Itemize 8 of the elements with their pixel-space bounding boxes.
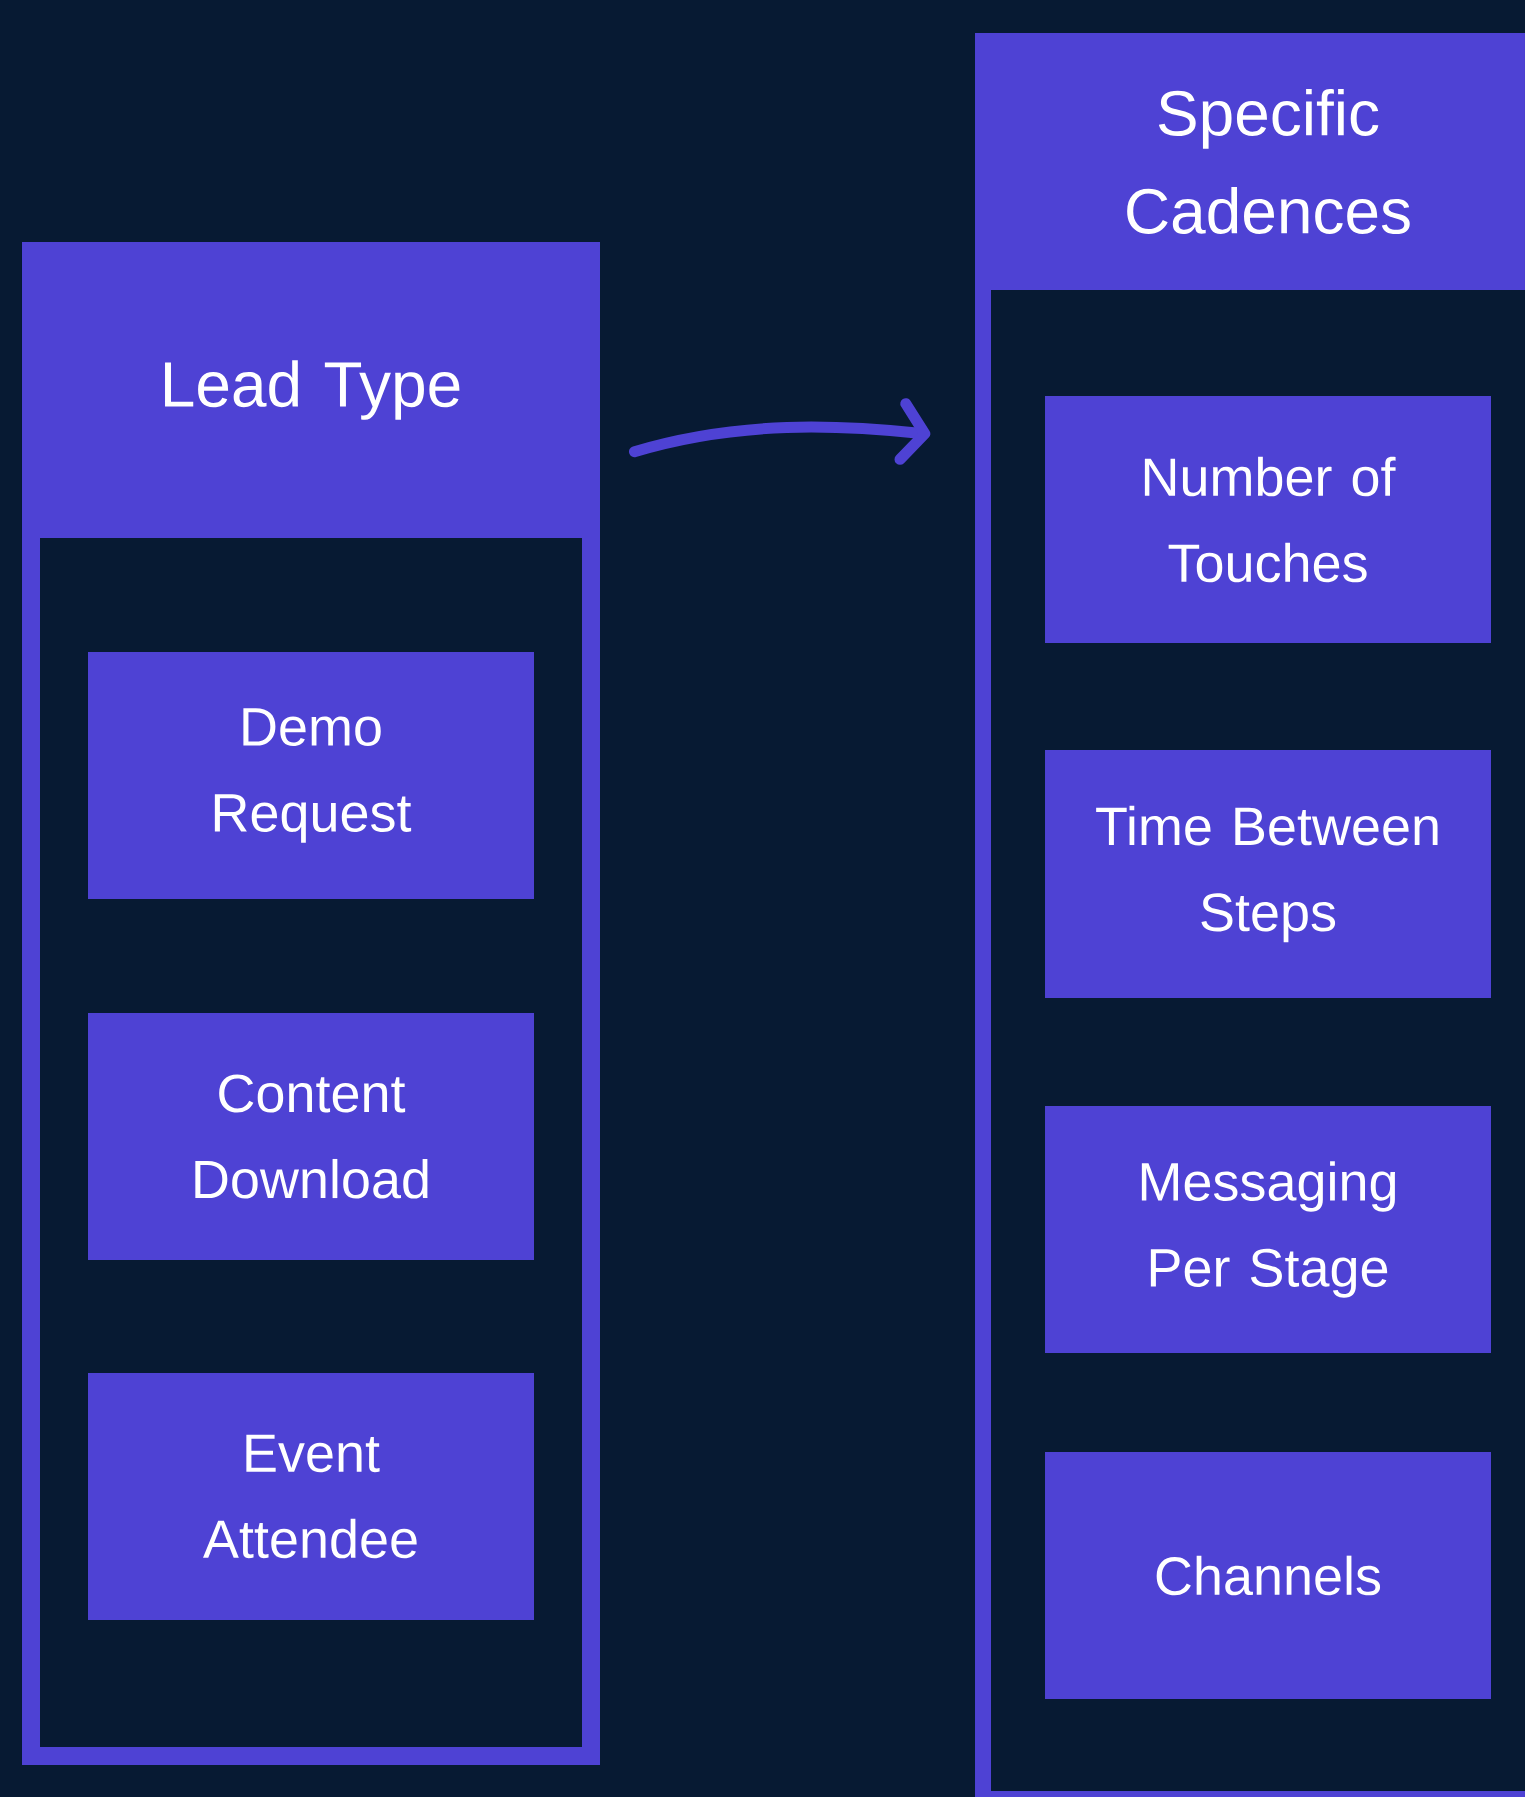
category-box: Messaging Per Stage	[1045, 1106, 1491, 1353]
category-box: Event Attendee	[88, 1373, 534, 1620]
category-box: Number of Touches	[1045, 396, 1491, 643]
category-box: Channels	[1045, 1452, 1491, 1699]
category-box: Time Between Steps	[1045, 750, 1491, 998]
category-box: Demo Request	[88, 652, 534, 899]
arrow	[629, 398, 931, 465]
category-box: Content Download	[88, 1013, 534, 1260]
